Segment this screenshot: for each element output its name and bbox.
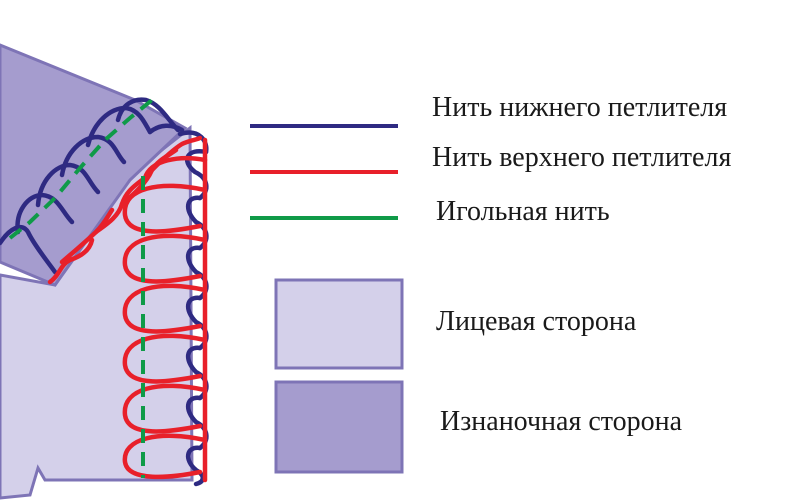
legend-swatch-face-side	[274, 278, 404, 370]
legend-label-face-side: Лицевая сторона	[436, 306, 637, 337]
legend-label-lower-looper: Нить нижнего петлителя	[432, 92, 728, 123]
legend-swatch-back-side	[274, 380, 404, 474]
legend-label-needle: Игольная нить	[436, 196, 610, 227]
legend-label-back-side: Изнаночная сторона	[440, 406, 683, 437]
needle-thread	[8, 98, 154, 478]
legend-label-upper-looper: Нить верхнего петлителя	[432, 142, 732, 173]
upper-looper-thread	[47, 135, 208, 483]
lower-looper-thread	[0, 97, 209, 487]
